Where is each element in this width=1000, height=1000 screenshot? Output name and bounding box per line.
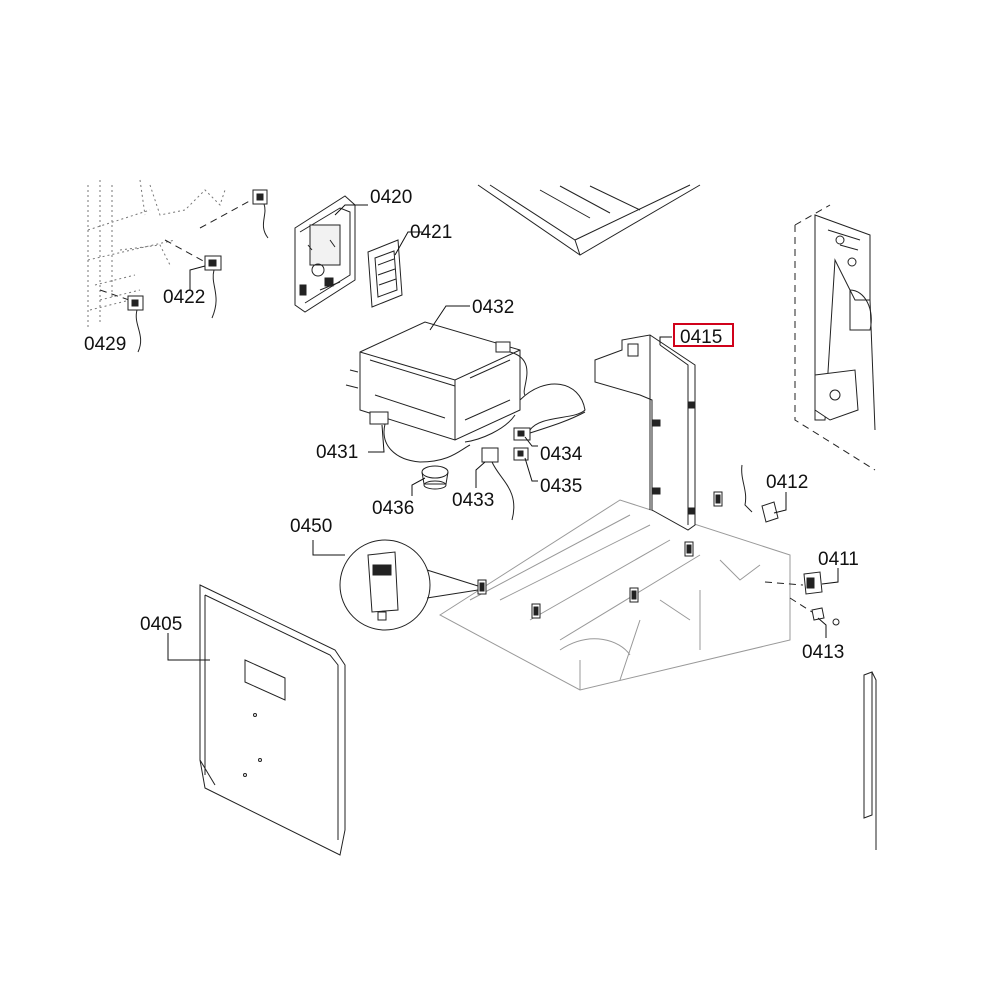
connector-0434 bbox=[513, 411, 586, 441]
label-0422: 0422 bbox=[163, 287, 205, 308]
connector-0435 bbox=[513, 447, 529, 461]
label-0435: 0435 bbox=[540, 476, 582, 497]
connector-0422 bbox=[204, 255, 222, 319]
cabinet-fragment-left bbox=[87, 179, 256, 330]
label-0421: 0421 bbox=[410, 222, 452, 243]
right-frame-fragment bbox=[794, 204, 876, 471]
label-0411: 0411 bbox=[818, 549, 859, 570]
switch-0411 bbox=[764, 571, 823, 595]
label-0450: 0450 bbox=[290, 516, 332, 537]
side-rail bbox=[863, 671, 877, 850]
base-tub bbox=[439, 491, 791, 691]
sensor-0412 bbox=[741, 464, 779, 523]
screw-0413 bbox=[789, 597, 840, 626]
cap-0436 bbox=[421, 465, 449, 490]
detail-callout-0450 bbox=[339, 539, 479, 631]
label-0431: 0431 bbox=[316, 442, 358, 463]
label-0413: 0413 bbox=[802, 642, 844, 663]
label-0405: 0405 bbox=[140, 614, 182, 635]
label-0429: 0429 bbox=[84, 334, 126, 355]
highlight-box-0415 bbox=[673, 323, 734, 347]
module-0421 bbox=[367, 239, 403, 308]
label-0420: 0420 bbox=[370, 187, 412, 208]
label-0432: 0432 bbox=[472, 297, 514, 318]
top-panel-fragment bbox=[477, 184, 701, 256]
label-0436: 0436 bbox=[372, 498, 414, 519]
bracket-0415 bbox=[594, 334, 696, 531]
label-0412: 0412 bbox=[766, 472, 808, 493]
connector-0429 bbox=[127, 295, 144, 353]
label-0415: 0415 bbox=[680, 327, 722, 348]
connector-0433 bbox=[481, 447, 515, 521]
connector-top bbox=[252, 189, 269, 239]
back-panel-0405 bbox=[199, 584, 346, 856]
label-0434: 0434 bbox=[540, 444, 583, 465]
label-0433: 0433 bbox=[452, 490, 494, 511]
control-module-0420 bbox=[294, 195, 356, 313]
housing-0432 bbox=[345, 321, 586, 463]
leader-lines bbox=[167, 204, 839, 661]
part-labels: 0420 0421 0422 0429 0432 0415 0431 0434 … bbox=[84, 187, 859, 663]
